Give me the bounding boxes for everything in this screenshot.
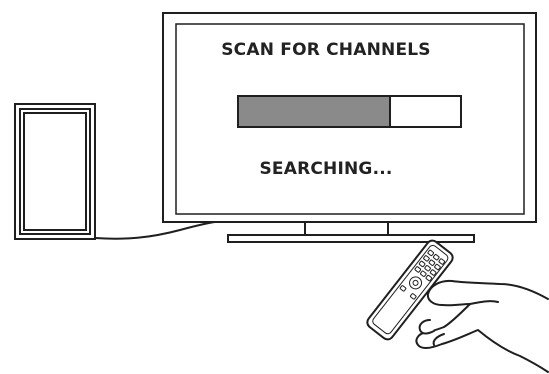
scan-status-text: SEARCHING... [176, 159, 476, 179]
speaker-icon [15, 104, 95, 239]
screen-title: SCAN FOR CHANNELS [176, 40, 476, 60]
scan-progress-fill [239, 97, 391, 126]
hand-icon [416, 281, 548, 372]
scan-progress-bar [237, 95, 462, 128]
